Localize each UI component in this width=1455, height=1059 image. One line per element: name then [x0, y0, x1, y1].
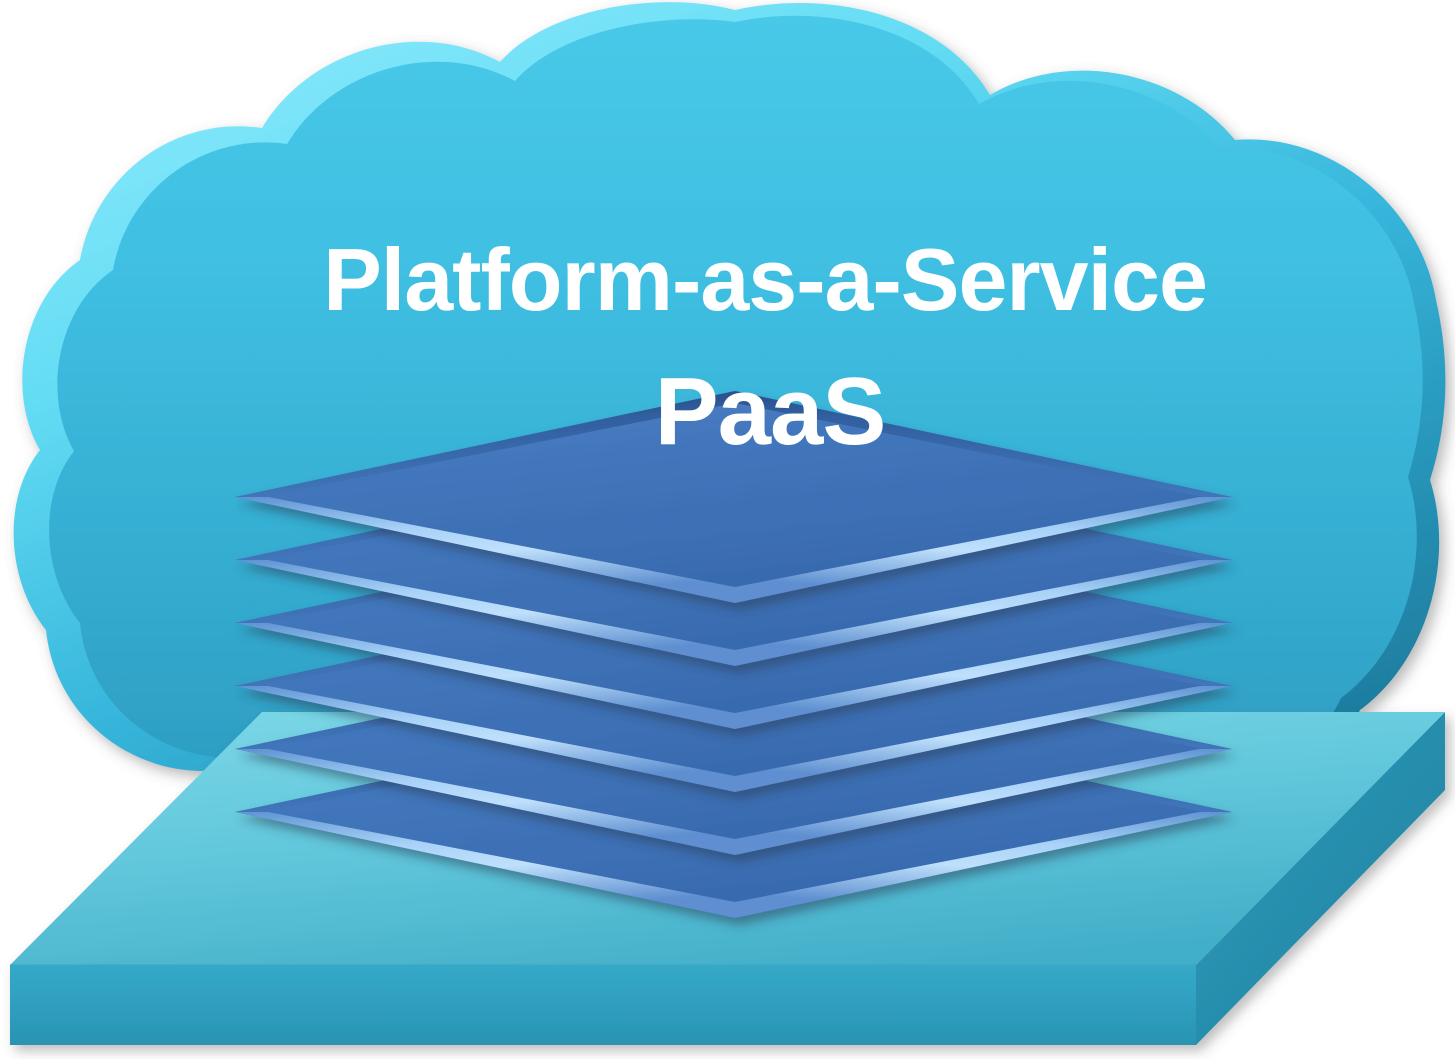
layer-bevel-bottom-right	[735, 497, 1232, 603]
slab-side-face	[1196, 712, 1445, 1045]
layer-bevel-top-left	[235, 391, 735, 497]
layer-bevel-bottom-right	[735, 749, 1232, 855]
layer-bevel-bottom-left	[235, 497, 735, 603]
layer-bevel-bottom-left	[235, 560, 735, 666]
layer-bevel-bottom-right	[735, 686, 1232, 792]
layer-stack-item-1	[235, 391, 1232, 603]
layer-bevel-bottom-left	[235, 812, 735, 918]
slab-front-face	[10, 965, 1196, 1045]
layer-bevel-bottom-left	[235, 686, 735, 792]
layer-bevel-bottom-left	[235, 623, 735, 729]
layer-bevel-bottom-left	[235, 749, 735, 855]
layer-bevel-bottom-right	[735, 812, 1232, 918]
layer-bevel-bottom-right	[735, 560, 1232, 666]
layer-bevel-bottom-right	[735, 623, 1232, 729]
layer-bevel-top-right	[735, 391, 1232, 497]
